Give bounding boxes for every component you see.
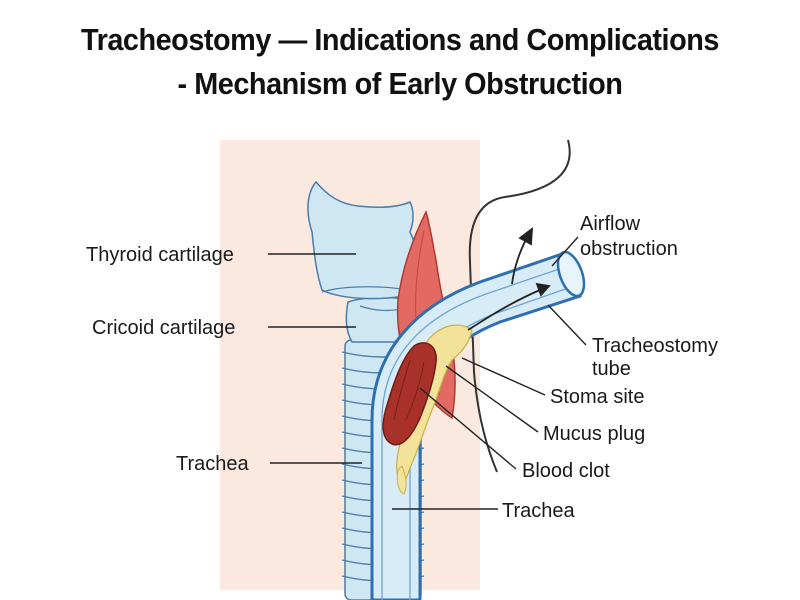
label-mucus-plug: Mucus plug xyxy=(543,423,645,445)
leader-airflow xyxy=(551,236,579,267)
label-trachea-right: Trachea xyxy=(502,500,576,522)
label-thyroid-cartilage: Thyroid cartilage xyxy=(86,244,234,266)
airflow-arrows xyxy=(467,227,551,331)
leader-stoma xyxy=(461,357,546,396)
label-trachea-left: Trachea xyxy=(176,453,250,475)
leader-clot xyxy=(419,387,517,470)
leader-tube xyxy=(547,304,587,346)
page-title-line-2: - Mechanism of Early Obstruction xyxy=(177,66,623,101)
label-tube-line-2: tube xyxy=(592,358,631,380)
label-cricoid-cartilage: Cricoid cartilage xyxy=(92,317,235,339)
label-airflow-line-1: Airflow xyxy=(580,213,641,235)
page-title-line-1: Tracheostomy — Indications and Complicat… xyxy=(81,22,719,57)
label-tube-line-1: Tracheostomy xyxy=(592,335,718,357)
label-stoma-site: Stoma site xyxy=(550,386,644,408)
leader-mucus xyxy=(445,365,539,433)
label-airflow-line-2: obstruction xyxy=(580,238,678,260)
label-blood-clot: Blood clot xyxy=(522,460,610,482)
neck-profile-outline xyxy=(468,139,571,473)
